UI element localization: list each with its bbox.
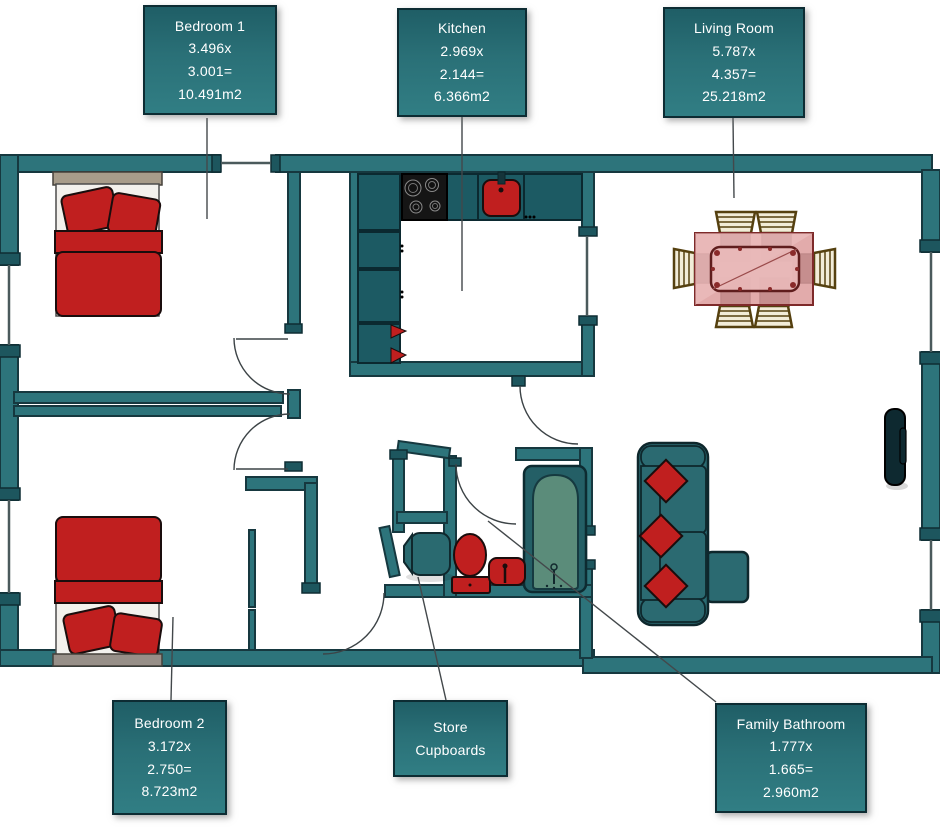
room-label-store-cupboards: Store Cupboards — [393, 700, 508, 777]
room-width: 2.969x — [440, 42, 484, 59]
room-label-living-room: Living Room 5.787x 4.357= 25.218m2 — [663, 7, 805, 118]
room-length: 2.750= — [147, 760, 192, 777]
room-area: 25.218m2 — [702, 88, 766, 105]
tv-icon — [884, 408, 908, 490]
door-swing-icon — [233, 337, 291, 395]
cushion-icon — [638, 513, 684, 559]
room-name: Bedroom 2 — [134, 715, 205, 732]
room-name: Kitchen — [437, 20, 487, 37]
room-length: 2.144= — [439, 65, 485, 82]
pillow-icon — [109, 612, 163, 658]
kitchen-counter-icon — [446, 173, 481, 221]
room-name: Bedroom 1 — [174, 17, 246, 34]
kitchen-sink-icon — [477, 171, 525, 221]
dining-set — [672, 210, 837, 329]
door-swing-icon — [233, 413, 291, 471]
room-area: 6.366m2 — [434, 88, 490, 105]
room-name: Store — [433, 718, 468, 735]
room-name-line2: Cupboards — [415, 741, 486, 758]
door-swing-icon — [322, 592, 385, 655]
stove-hob-icon — [401, 173, 448, 221]
room-width: 5.787x — [712, 42, 756, 59]
room-area: 8.723m2 — [141, 783, 198, 800]
room-length: 3.001= — [187, 63, 233, 79]
room-area: 2.960m2 — [763, 783, 819, 800]
door-swing-icon — [455, 463, 517, 525]
room-length: 4.357= — [711, 65, 757, 82]
room-label-kitchen: Kitchen 2.969x 2.144= 6.366m2 — [397, 8, 527, 117]
kitchen-units — [357, 171, 583, 364]
bedroom1-double-bed-icon — [52, 171, 163, 317]
cushion-icon — [643, 563, 689, 609]
bathtub-icon — [522, 464, 588, 594]
room-width: 3.172x — [147, 737, 192, 754]
room-length: 1.665= — [768, 761, 814, 777]
room-name: Living Room — [693, 20, 774, 37]
room-label-family-bathroom: Family Bathroom 1.777x 1.665= 2.960m2 — [715, 703, 867, 813]
bedroom2-double-bed-icon — [52, 516, 163, 667]
room-width: 1.777x — [769, 738, 813, 755]
toilet-icon — [451, 533, 491, 594]
room-name: Family Bathroom — [736, 715, 846, 732]
bathroom-suite — [451, 464, 588, 594]
kitchen-cabinet-icon — [357, 231, 401, 269]
dining-table-icon — [694, 232, 814, 306]
room-label-bedroom-2: Bedroom 2 3.172x 2.750= 8.723m2 — [112, 700, 227, 815]
l-shaped-sofa-icon — [636, 441, 750, 627]
kitchen-counter-icon — [523, 173, 583, 221]
room-width: 3.496x — [188, 40, 232, 57]
kitchen-cabinet-icon — [357, 173, 401, 231]
doors — [233, 337, 579, 655]
wash-basin-icon — [488, 557, 526, 586]
room-area: 10.491m2 — [178, 85, 242, 102]
windows — [7, 161, 933, 610]
leader-lines — [170, 117, 735, 703]
storage-tank-icon — [403, 531, 454, 582]
door-swing-icon — [519, 385, 579, 445]
cushion-icon — [643, 458, 689, 504]
room-label-bedroom-1: Bedroom 1 3.496x 3.001= 10.491m2 — [143, 5, 277, 115]
kitchen-cabinet-icon — [357, 269, 401, 323]
